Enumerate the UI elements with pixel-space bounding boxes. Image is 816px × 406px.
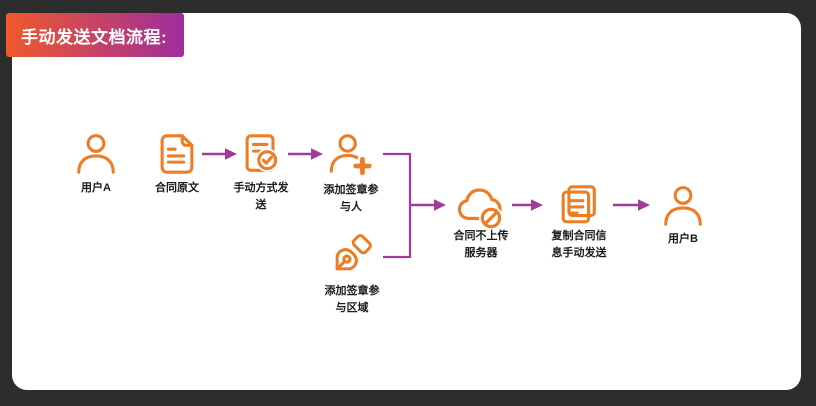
- node-label-manual-send: 手动方式发 送: [233, 182, 289, 211]
- node-label-user-b: 用户B: [668, 233, 698, 245]
- document-check-icon: [238, 131, 284, 177]
- person-icon: [660, 183, 706, 229]
- arrow-merge-to-cloud: [410, 199, 446, 211]
- content-panel: [12, 13, 801, 390]
- document-icon: [154, 131, 200, 177]
- arrow-copy-to-userb: [613, 199, 650, 211]
- arrow-contract-to-manual: [202, 148, 237, 160]
- arrow-cloud-to-copy: [512, 199, 543, 211]
- node-label-no-upload-server: 合同不上传 服务器: [453, 230, 509, 259]
- page-title: 手动发送文档流程:: [21, 27, 168, 47]
- node-label-add-participant: 添加签章参 与人: [323, 184, 379, 213]
- copy-documents-icon: [556, 182, 602, 228]
- pen-nib-icon: [328, 232, 374, 278]
- node-label-add-sign-area: 添加签章参 与区域: [324, 285, 380, 314]
- person-add-icon: [327, 131, 373, 177]
- cloud-blocked-icon: [455, 184, 505, 230]
- node-label-copy-manual-send: 复制合同信 息手动发送: [551, 230, 607, 259]
- person-icon: [73, 131, 119, 177]
- title-badge: 手动发送文档流程:: [6, 13, 184, 57]
- node-label-user-a: 用户A: [81, 182, 111, 194]
- node-label-contract-original: 合同原文: [155, 182, 199, 194]
- arrow-manual-to-participant: [288, 148, 323, 160]
